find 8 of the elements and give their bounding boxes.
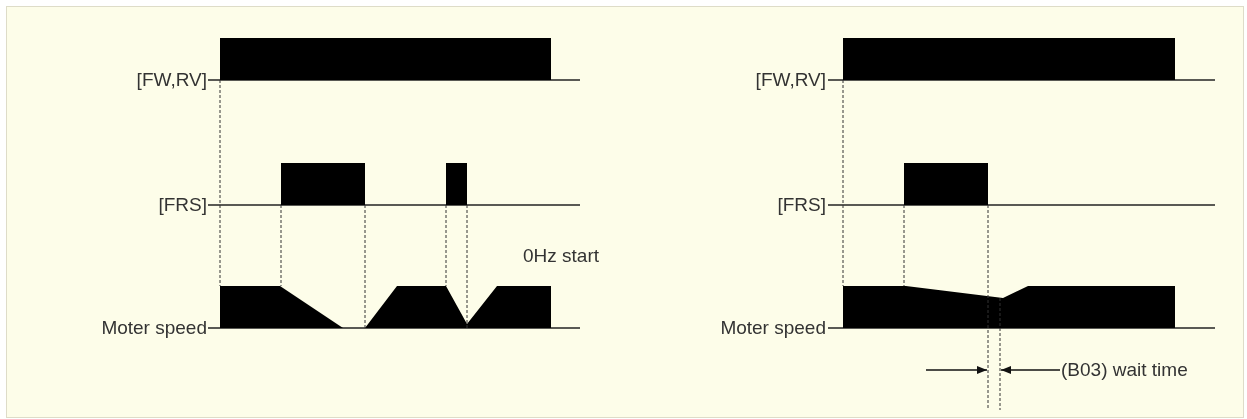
signal-name: Moter speed xyxy=(101,317,207,339)
signal-name: Moter speed xyxy=(720,317,826,339)
annotation-text: (B03) wait time xyxy=(1061,359,1188,381)
annotation-text: 0Hz start xyxy=(523,245,600,267)
signal-name: [FW,RV] xyxy=(136,69,207,91)
signal-name: [FRS] xyxy=(158,194,207,216)
signal-name: [FRS] xyxy=(777,194,826,216)
signal-name: [FW,RV] xyxy=(755,69,826,91)
